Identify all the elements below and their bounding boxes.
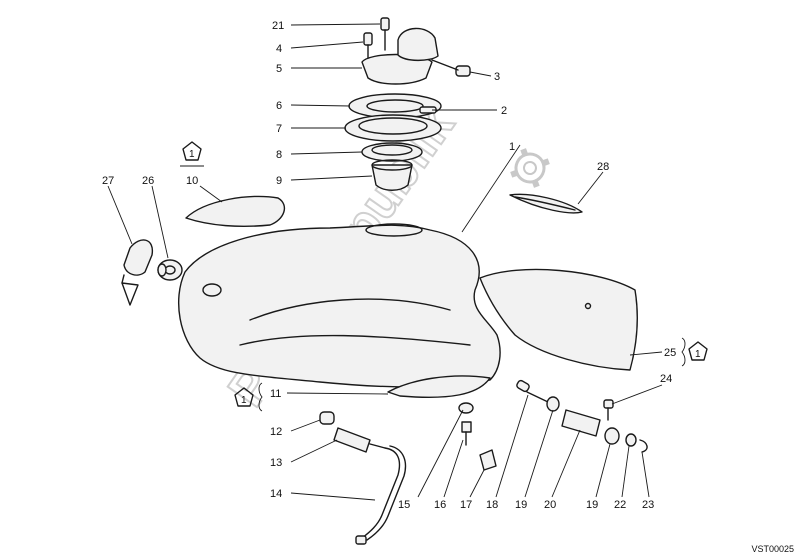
callout-2: 2 — [501, 105, 507, 117]
callout-10: 10 — [186, 175, 198, 187]
callout-19b: 19 — [586, 499, 598, 511]
callout-17: 17 — [460, 499, 472, 511]
callout-12: 12 — [270, 426, 282, 438]
callout-11: 11 — [270, 388, 281, 400]
callout-19a: 19 — [515, 499, 527, 511]
callout-6: 6 — [276, 100, 282, 112]
assembly-ref-25-label: 1 — [695, 349, 701, 360]
callout-25: 25 — [664, 347, 676, 359]
left-knee-pad — [185, 195, 286, 228]
callout-28: 28 — [597, 161, 609, 173]
callout-8: 8 — [276, 149, 282, 161]
assembly-ref-10-label: 1 — [189, 149, 195, 160]
right-side-panel — [479, 268, 638, 371]
grille-plate — [387, 375, 491, 398]
callout-27: 27 — [102, 175, 114, 187]
leader-lines — [107, 23, 663, 501]
mount-hardware — [458, 379, 648, 471]
callout-26: 26 — [142, 175, 154, 187]
decal-badge — [509, 193, 583, 214]
callout-7: 7 — [276, 123, 282, 135]
fuel-tank — [178, 223, 501, 388]
diagram-code: VST00025 — [751, 544, 794, 554]
callout-21: 21 — [272, 20, 284, 32]
watermark-gear-icon — [510, 148, 550, 188]
callout-1: 1 — [509, 141, 515, 153]
callouts: 1 2 3 4 5 6 7 8 9 10 11 12 13 14 15 16 1… — [102, 20, 676, 511]
assembly-ref-11-label: 1 — [241, 395, 247, 406]
callout-24: 24 — [660, 373, 672, 385]
assembly-ref-10: 1 — [180, 141, 204, 167]
callout-9: 9 — [276, 175, 282, 187]
callout-22: 22 — [614, 499, 626, 511]
callout-15: 15 — [398, 499, 410, 511]
assembly-ref-25: 1 — [681, 337, 708, 367]
callout-4: 4 — [276, 43, 282, 55]
callout-23: 23 — [642, 499, 654, 511]
callout-16: 16 — [434, 499, 446, 511]
callout-20: 20 — [544, 499, 556, 511]
callout-3: 3 — [494, 71, 500, 83]
callout-13: 13 — [270, 457, 282, 469]
callout-18: 18 — [486, 499, 498, 511]
callout-14: 14 — [270, 488, 282, 500]
breather-hose — [319, 411, 407, 545]
callout-5: 5 — [276, 63, 282, 75]
filler-cap-assembly — [344, 17, 471, 191]
drain-fitting — [121, 239, 183, 306]
assembly-ref-11: 1 — [234, 382, 263, 412]
